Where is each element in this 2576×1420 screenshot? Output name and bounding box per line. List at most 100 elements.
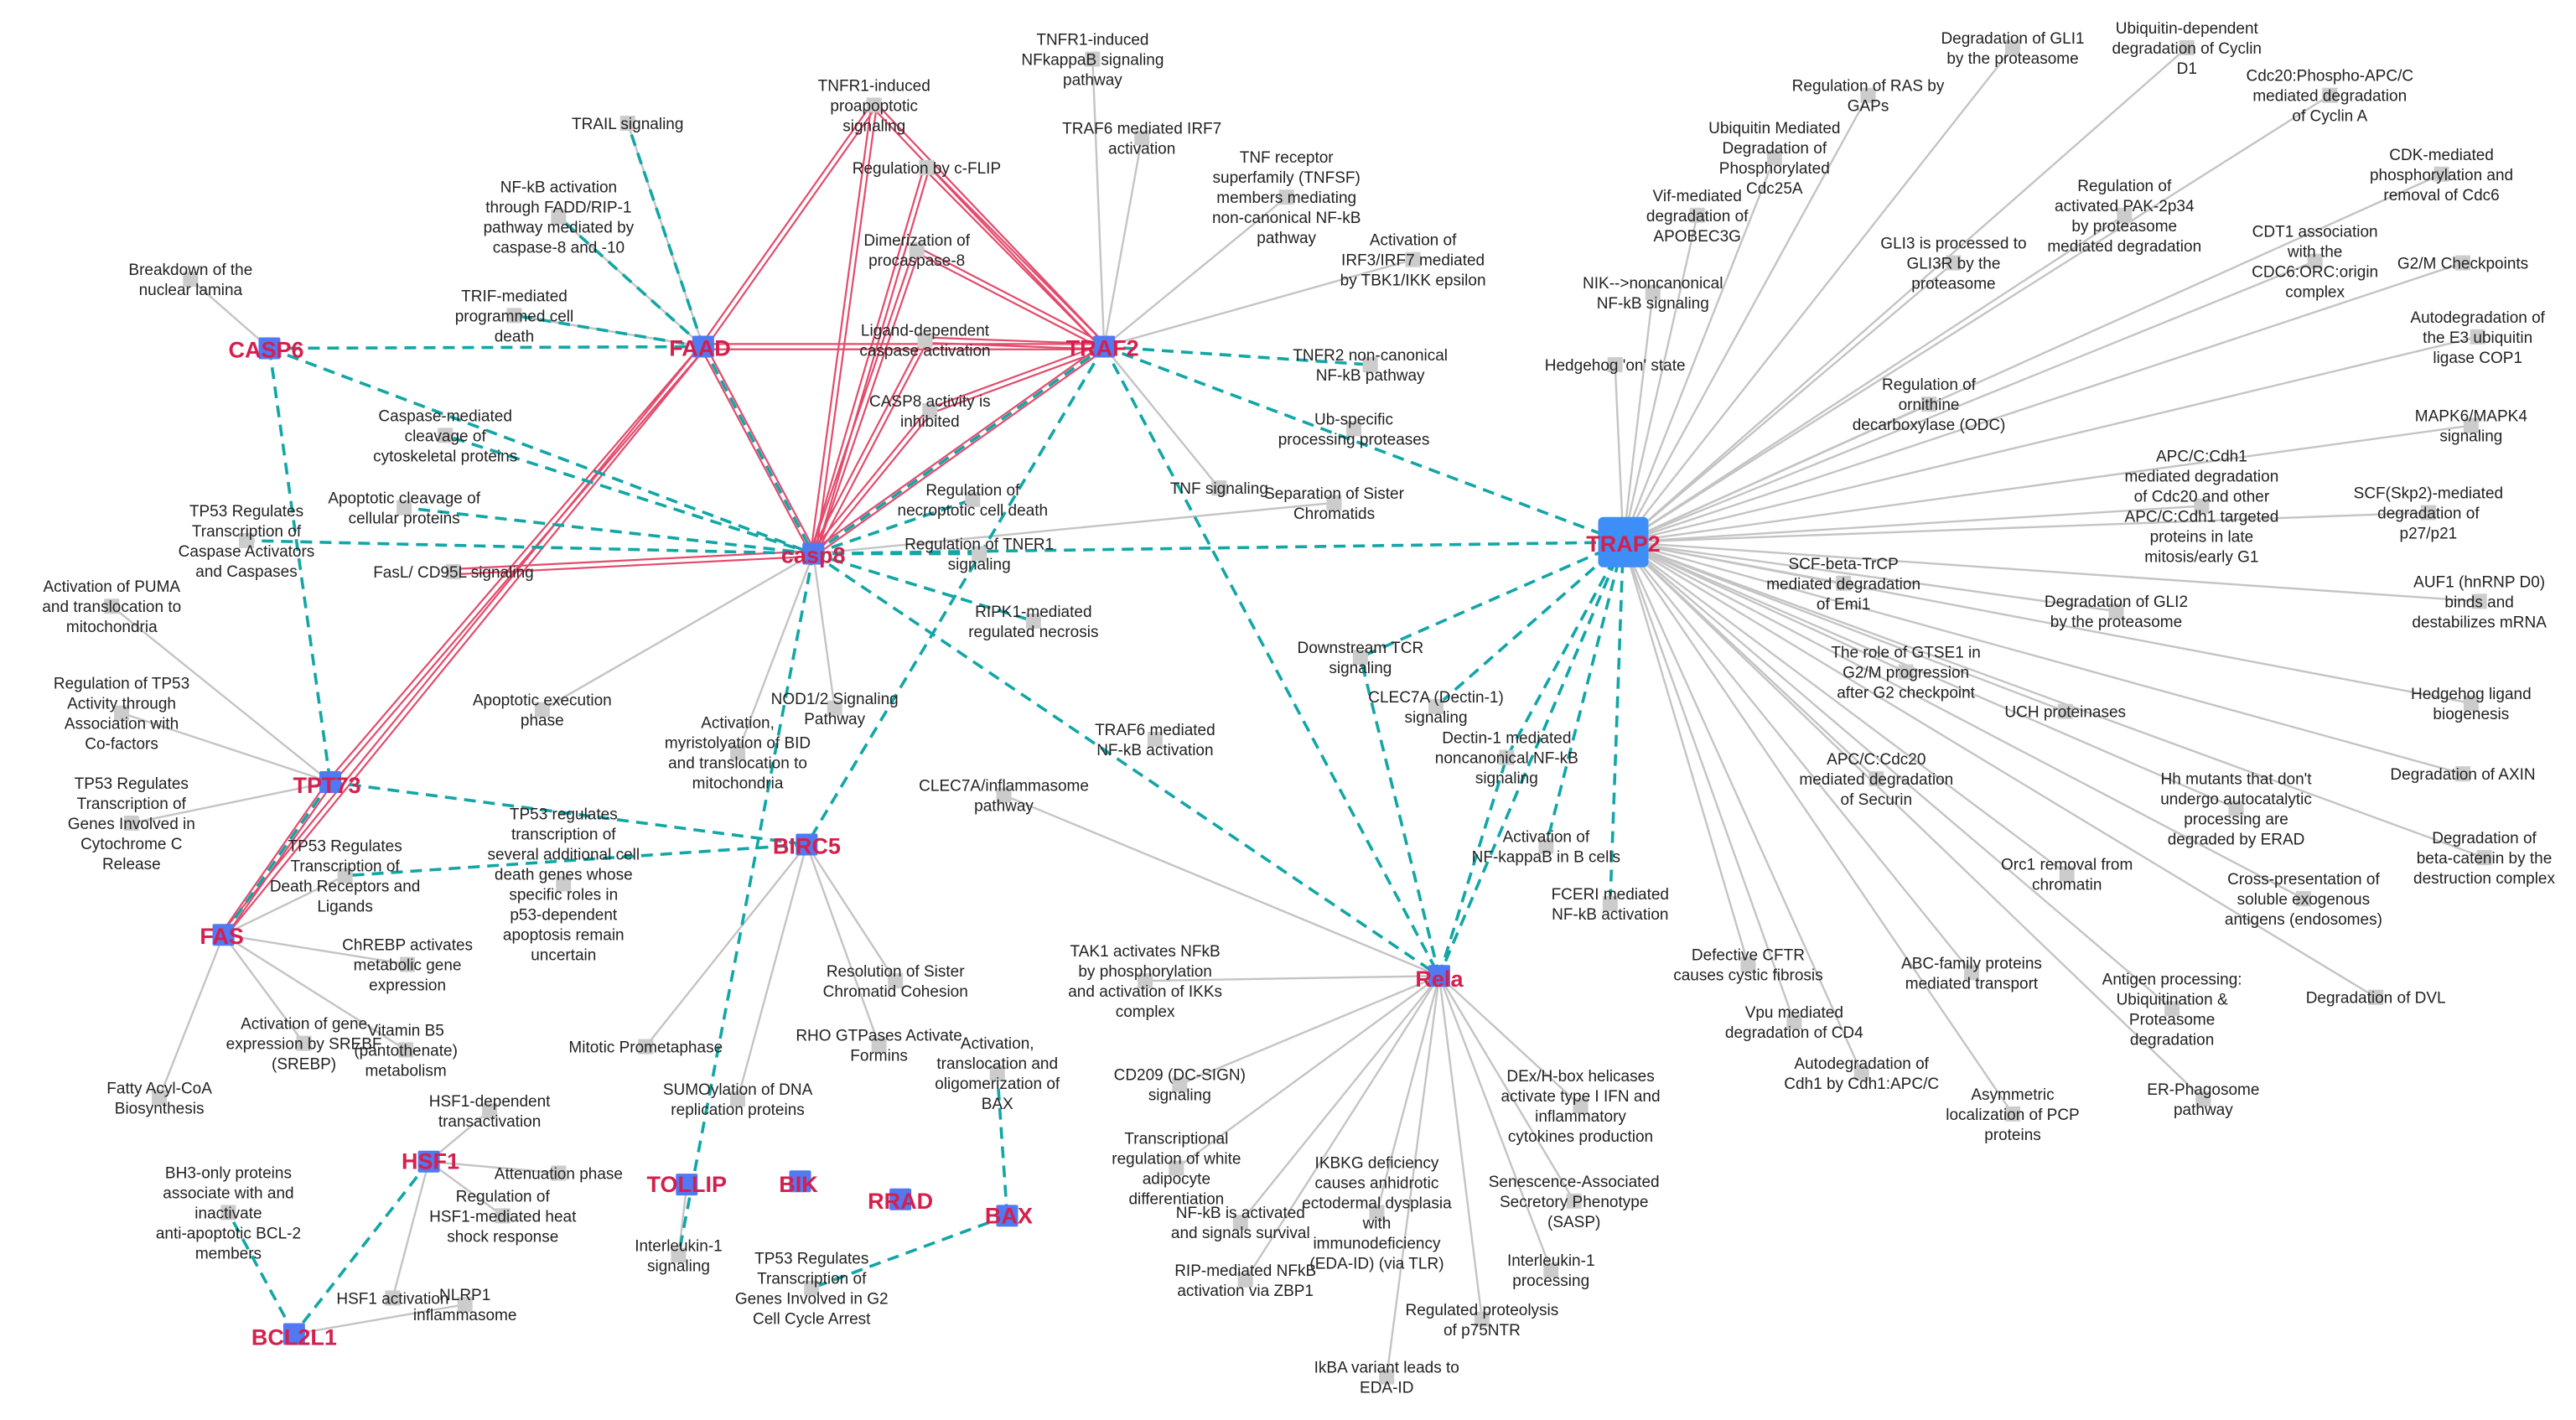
pathway-node[interactable] <box>1573 1098 1589 1114</box>
gene-node-fas[interactable] <box>212 924 235 946</box>
pathway-node[interactable] <box>1607 357 1623 373</box>
pathway-node[interactable] <box>2195 1091 2211 1107</box>
pathway-node[interactable] <box>457 1297 473 1313</box>
pathway-node[interactable] <box>2368 989 2384 1005</box>
gene-node-traf2[interactable] <box>1093 335 1116 358</box>
pathway-node[interactable] <box>2455 255 2471 271</box>
pathway-node[interactable] <box>1836 575 1852 591</box>
pathway-node[interactable] <box>506 308 522 324</box>
pathway-node[interactable] <box>2463 417 2479 433</box>
pathway-node[interactable] <box>1853 1065 1869 1081</box>
pathway-node[interactable] <box>551 209 567 225</box>
pathway-node[interactable] <box>2307 253 2323 269</box>
pathway-node[interactable] <box>888 973 904 989</box>
pathway-node[interactable] <box>827 700 842 716</box>
pathway-node[interactable] <box>445 564 461 580</box>
gene-node-casp6[interactable] <box>258 337 281 360</box>
pathway-node[interactable] <box>871 1037 887 1053</box>
pathway-node[interactable] <box>104 599 120 614</box>
pathway-node[interactable] <box>1964 965 1979 981</box>
pathway-node[interactable] <box>400 956 416 972</box>
pathway-node[interactable] <box>398 1042 414 1058</box>
pathway-node[interactable] <box>1766 150 1782 166</box>
pathway-node[interactable] <box>114 705 130 721</box>
pathway-node[interactable] <box>337 868 353 884</box>
pathway-node[interactable] <box>1211 480 1227 496</box>
pathway-node[interactable] <box>1379 1369 1395 1385</box>
pathway-node[interactable] <box>1232 1215 1248 1231</box>
pathway-node[interactable] <box>1869 771 1884 787</box>
pathway-node[interactable] <box>638 1039 654 1055</box>
pathway-node[interactable] <box>922 403 938 418</box>
pathway-node[interactable] <box>482 1102 498 1118</box>
pathway-node[interactable] <box>1602 896 1618 911</box>
pathway-node[interactable] <box>397 500 412 516</box>
pathway-node[interactable] <box>220 1205 236 1220</box>
pathway-node[interactable] <box>1946 255 1962 271</box>
pathway-node[interactable] <box>1645 284 1661 300</box>
pathway-node[interactable] <box>1499 749 1515 765</box>
pathway-node[interactable] <box>1369 1205 1385 1220</box>
pathway-node[interactable] <box>671 1247 687 1263</box>
gene-node-bcl2l1[interactable] <box>282 1323 305 1345</box>
pathway-node[interactable] <box>2470 329 2485 345</box>
gene-node-tollip[interactable] <box>676 1174 698 1196</box>
pathway-node[interactable] <box>989 1065 1005 1081</box>
pathway-node[interactable] <box>123 815 139 831</box>
pathway-node[interactable] <box>551 1165 567 1181</box>
pathway-node[interactable] <box>2057 703 2073 719</box>
pathway-node[interactable] <box>1740 956 1756 972</box>
pathway-node[interactable] <box>2005 39 2020 55</box>
pathway-node[interactable] <box>2471 593 2487 609</box>
pathway-node[interactable] <box>996 787 1012 803</box>
pathway-node[interactable] <box>183 272 199 288</box>
pathway-node[interactable] <box>1237 1272 1253 1288</box>
pathway-node[interactable] <box>1134 130 1150 146</box>
pathway-node[interactable] <box>1689 207 1705 223</box>
pathway-node[interactable] <box>495 1208 511 1224</box>
gene-node-casp8[interactable] <box>802 542 825 565</box>
pathway-node[interactable] <box>2463 695 2479 711</box>
pathway-node[interactable] <box>2059 866 2075 882</box>
pathway-node[interactable] <box>1138 973 1153 989</box>
pathway-node[interactable] <box>1169 1160 1184 1176</box>
pathway-node[interactable] <box>2322 87 2338 103</box>
pathway-node[interactable] <box>2117 207 2133 223</box>
pathway-node[interactable] <box>804 1280 820 1296</box>
pathway-node[interactable] <box>438 428 454 443</box>
gene-node-tp73[interactable] <box>319 770 341 793</box>
pathway-node[interactable] <box>1085 51 1101 67</box>
gene-node-bik[interactable] <box>789 1170 811 1193</box>
pathway-node[interactable] <box>1362 357 1378 373</box>
pathway-node[interactable] <box>1898 664 1914 680</box>
pathway-node[interactable] <box>1538 838 1554 854</box>
pathway-node[interactable] <box>2433 166 2449 182</box>
pathway-node[interactable] <box>2228 801 2244 816</box>
pathway-node[interactable] <box>909 241 925 257</box>
pathway-node[interactable] <box>1921 396 1937 412</box>
pathway-node[interactable] <box>619 116 635 131</box>
pathway-node[interactable] <box>1543 1262 1559 1278</box>
gene-node-rela[interactable] <box>1428 965 1450 987</box>
pathway-node[interactable] <box>2476 850 2492 866</box>
gene-node-hsf1[interactable] <box>417 1150 440 1173</box>
pathway-node[interactable] <box>2194 498 2210 514</box>
pathway-node[interactable] <box>385 1290 401 1306</box>
pathway-node[interactable] <box>1172 1076 1188 1092</box>
pathway-node[interactable] <box>1786 1014 1802 1030</box>
gene-node-rrad[interactable] <box>889 1188 912 1210</box>
pathway-node[interactable] <box>239 532 254 548</box>
pathway-node[interactable] <box>965 491 981 507</box>
pathway-node[interactable] <box>2455 766 2471 782</box>
pathway-node[interactable] <box>1474 1311 1490 1327</box>
pathway-node[interactable] <box>2108 604 2124 619</box>
pathway-node[interactable] <box>919 159 935 175</box>
pathway-node[interactable] <box>534 702 550 718</box>
pathway-node[interactable] <box>2005 1106 2020 1122</box>
pathway-node[interactable] <box>730 744 746 760</box>
pathway-node[interactable] <box>972 546 987 562</box>
gene-node-birc5[interactable] <box>796 833 818 856</box>
pathway-node[interactable] <box>917 332 933 348</box>
gene-node-bax[interactable] <box>996 1205 1018 1227</box>
pathway-node[interactable] <box>730 1091 746 1107</box>
